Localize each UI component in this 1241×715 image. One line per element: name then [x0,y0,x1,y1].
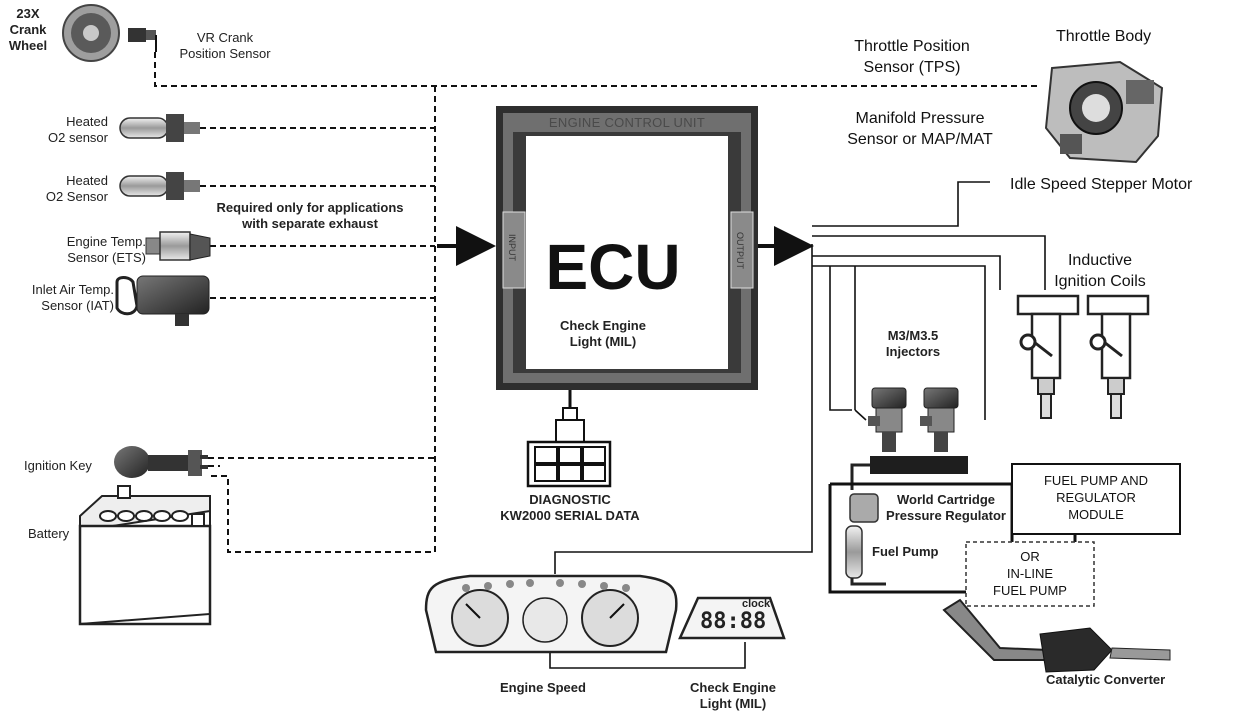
o2-sensor-2-label: Heated O2 Sensor [20,173,108,205]
ignition-key-label: Ignition Key [24,458,92,473]
instrument-cluster-icon [424,574,678,654]
inline-pump-label-3: FUEL PUMP [993,583,1067,598]
pressure-regulator-label-2: Pressure Regulator [886,508,1006,523]
crank-wheel-label-1: 23X [16,6,40,21]
fuel-pump-label: Fuel Pump [872,544,939,559]
fuel-module-label-3: MODULE [1068,507,1124,522]
ecu-output-tag: OUTPUT [735,232,745,269]
iat-label-1: Inlet Air Temp. [31,282,114,297]
o2-sensor-icon [119,114,200,142]
diagnostic-label-1: DIAGNOSTIC [529,492,611,507]
ignition-coils-label-2: Ignition Coils [1054,273,1146,290]
crank-wheel-label-2: Crank [9,22,47,37]
exhaust-note-1: Required only for applications [216,200,404,215]
crank-wheel-icon [62,4,120,62]
fuel-module-label: FUEL PUMP AND REGULATOR MODULE [1014,472,1178,523]
ignition-coils-label-1: Inductive [1067,252,1133,269]
ecu-name: ECU [545,231,681,303]
o2-sensor-1-label-1: Heated [66,114,108,129]
o2-sensor-icon [119,172,200,200]
crank-wheel-label: 23X Crank Wheel [6,6,50,54]
pressure-regulator-label-1: World Cartridge [897,492,995,507]
iat-label: Inlet Air Temp. Sensor (IAT) [4,282,114,314]
mil-bottom-label-1: Check Engine [690,680,776,695]
inline-pump-label-2: IN-LINE [1006,566,1054,581]
tps-label-2: Sensor (TPS) [863,59,961,76]
ecu-mil-label-2: Light (MIL) [569,334,637,349]
clock-icon [678,596,786,640]
vr-sensor-label-2: Position Sensor [179,46,271,61]
input-wiring [154,52,1040,553]
injectors-label-1: M3/M3.5 [887,328,939,343]
output-wiring [554,181,1046,574]
o2-sensor-2-label-1: Heated [66,173,108,188]
throttle-body-icon [1044,60,1164,164]
iat-label-2: Sensor (IAT) [41,298,114,313]
tps-label: Throttle Position Sensor (TPS) [832,36,992,78]
cluster-wiring [549,642,746,669]
o2-sensor-1-label-2: O2 sensor [48,130,108,145]
injector-icon [868,387,907,452]
injectors-label-2: Injectors [885,344,941,359]
ecu-box [496,106,758,390]
mil-bottom-label: Check Engine Light (MIL) [674,680,792,712]
inline-pump-box [965,541,1095,607]
ignition-coil-icon [1086,294,1150,419]
battery-icon [78,485,212,626]
diagnostic-label-2: KW2000 SERIAL DATA [500,508,640,523]
inline-pump-label: OR IN-LINE FUEL PUMP [968,548,1092,599]
ecu-mil-label-1: Check Engine [560,318,646,333]
mil-bottom-label-2: Light (MIL) [699,696,767,711]
engine-speed-label: Engine Speed [500,680,586,695]
diagnostic-label: DIAGNOSTIC KW2000 SERIAL DATA [470,492,670,524]
fuel-pump-icon [845,493,886,586]
vr-sensor-label-1: VR Crank [196,30,254,45]
tps-label-1: Throttle Position [854,38,970,55]
clock-digits: 88:88 [700,609,767,634]
catalytic-label: Catalytic Converter [1046,672,1166,687]
map-label-2: Sensor or MAP/MAT [847,131,993,148]
throttle-body-label: Throttle Body [1056,28,1152,45]
exhaust-note: Required only for applications with sepa… [200,200,420,232]
fuel-module-label-2: REGULATOR [1056,490,1136,505]
iat-sensor-icon [115,275,210,326]
fuel-module-label-1: FUEL PUMP AND [1043,473,1149,488]
inline-pump-label-1: OR [1020,549,1040,564]
fuel-module-box [1011,463,1181,535]
exhaust-note-2: with separate exhaust [242,216,378,231]
clock-title: clock [742,598,771,610]
catalytic-converter-icon [942,598,1171,673]
vr-sensor-label: VR Crank Position Sensor [170,30,280,62]
map-label-1: Manifold Pressure [855,110,985,127]
ignition-coil-icon [1016,294,1080,419]
ignition-coils-label: Inductive Ignition Coils [1040,250,1160,292]
temp-sensor-icon [145,231,211,261]
idle-motor-label: Idle Speed Stepper Motor [1010,176,1193,193]
ecu-input-tag: INPUT [507,234,517,261]
map-label: Manifold Pressure Sensor or MAP/MAT [840,108,1000,150]
vr-sensor-icon [128,28,157,52]
fuel-rail-icon [870,456,968,474]
injector-icon [920,387,959,452]
ets-label: Engine Temp. Sensor (ETS) [10,234,146,266]
crank-wheel-label-3: Wheel [8,38,48,53]
injectors-label: M3/M3.5 Injectors [870,328,956,360]
ets-label-1: Engine Temp. [66,234,146,249]
diagnostic-connector-icon [526,390,612,488]
o2-sensor-1-label: Heated O2 sensor [20,114,108,146]
ets-label-2: Sensor (ETS) [67,250,146,265]
o2-sensor-2-label-2: O2 Sensor [45,189,108,204]
ignition-key-icon [114,446,208,478]
ecu-mil-label: Check Engine Light (MIL) [548,318,658,350]
battery-label: Battery [28,526,70,541]
ecu-frame-title: ENGINE CONTROL UNIT [548,115,706,130]
pressure-regulator-label: World Cartridge Pressure Regulator [876,492,1016,524]
